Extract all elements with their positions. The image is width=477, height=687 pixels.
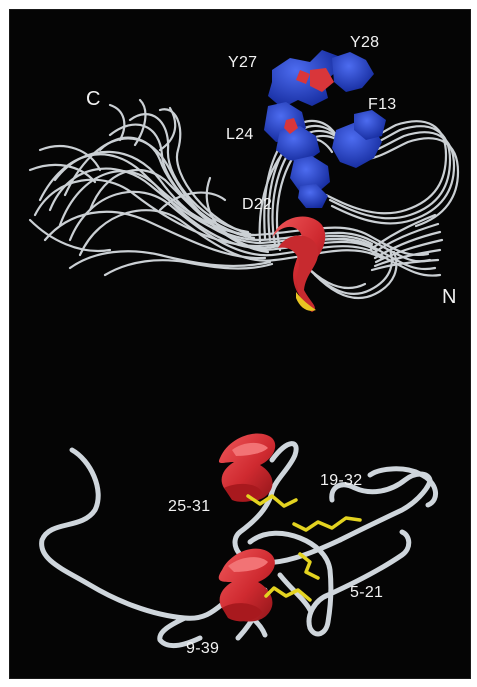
residue-label-f13: F13 bbox=[368, 96, 396, 114]
disulfide-label-5-21: 5-21 bbox=[350, 584, 383, 602]
n-terminus-label: N bbox=[442, 286, 457, 309]
disulfide-label-9-39: 9-39 bbox=[186, 640, 219, 658]
structure-artwork bbox=[10, 10, 472, 680]
residue-label-l24: L24 bbox=[226, 126, 254, 144]
ribbon-helix-lower bbox=[219, 549, 275, 622]
residue-label-y27: Y27 bbox=[228, 54, 257, 72]
disulfide-label-19-32: 19-32 bbox=[320, 472, 362, 490]
residue-label-y28: Y28 bbox=[350, 34, 379, 52]
disulfide-19-32 bbox=[294, 518, 360, 530]
disulfide-5-21 bbox=[300, 554, 318, 578]
residue-label-d22: D22 bbox=[242, 196, 272, 214]
protein-structure-figure: C N Y27 Y28 F13 L24 D22 25-31 19-32 5-21… bbox=[9, 9, 471, 679]
disulfide-label-25-31: 25-31 bbox=[168, 498, 210, 516]
c-terminus-label: C bbox=[86, 88, 101, 111]
ribbon-helix-upper bbox=[219, 434, 275, 502]
